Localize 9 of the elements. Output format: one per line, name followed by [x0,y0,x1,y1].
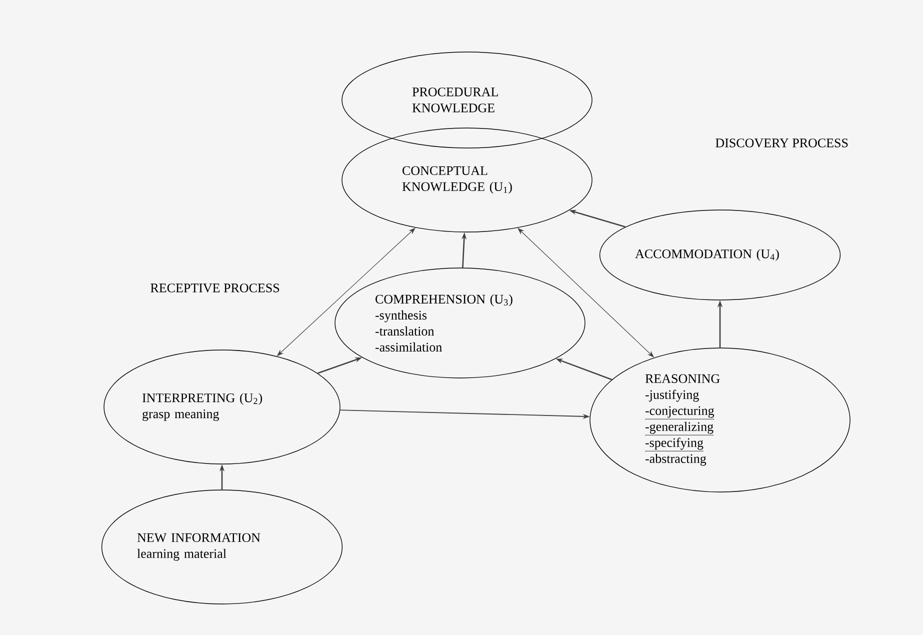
ellipse-node: INTERPRETING (U$_{2}$) grasp meaning [104,350,340,464]
ellipse-node: COMPREHENSION (U$_{3}$) -synthesis -translation -assimilation [334,268,586,378]
ellipse-node: ACCOMMODATION (U$_{4}$) [599,210,841,300]
ellipse-node: REASONING -justifying -conjecturing -generalizing -specifying -abstracting [590,348,850,492]
ellipse-node: NEW INFORMATION learning material [101,490,343,604]
ellipse-node: CONCEPTUAL KNOWLEDGE (U$_{1}$) [342,128,592,232]
ellipse-node: PROCEDURAL KNOWLEDGE [342,52,592,148]
process-label: RECEPTIVE PROCESS [150,284,280,292]
process-label: DISCOVERY PROCESS [716,138,848,148]
